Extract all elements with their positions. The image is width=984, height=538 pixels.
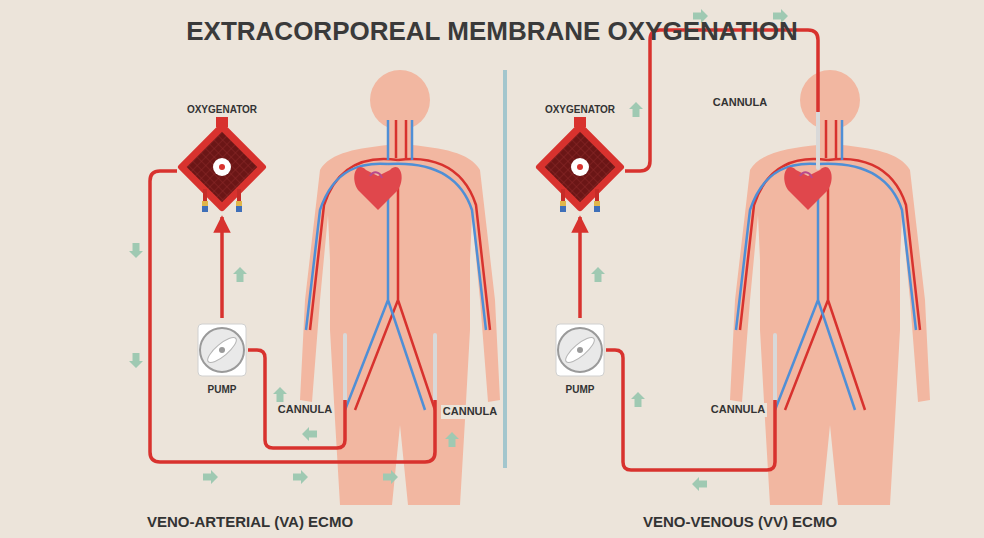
cannula-label: CANNULA — [709, 403, 767, 416]
pump-axle — [577, 347, 583, 353]
blood-tubing — [150, 30, 818, 470]
oxygenator-nozzle — [237, 189, 241, 203]
illustration-part — [692, 477, 707, 491]
oxygenator-nozzle — [561, 189, 565, 203]
oxygenator-port — [571, 158, 589, 176]
illustration-part — [302, 427, 317, 441]
pump-shape — [552, 318, 608, 382]
oxygenator-cap — [202, 201, 208, 206]
cannula-label: CANNULA — [441, 405, 499, 418]
component-label: PUMP — [564, 382, 597, 397]
panel-caption: VENO-ARTERIAL (VA) ECMO — [145, 513, 355, 531]
pump-housing — [556, 324, 604, 376]
oxygenator-port — [219, 164, 225, 170]
illustration-part — [606, 350, 775, 470]
illustration-part — [273, 387, 287, 402]
oxygenator-membrane — [545, 132, 616, 203]
oxygenator-cap — [594, 201, 600, 206]
pump-rotor-housing — [558, 328, 602, 372]
oxygenator-frame — [177, 122, 268, 213]
panel-caption: VENO-VENOUS (VV) ECMO — [641, 513, 839, 531]
illustration-part — [433, 335, 437, 400]
oxygenator-node: OXYGENATOR — [167, 102, 277, 217]
pump-rotor-housing — [200, 328, 244, 372]
oxygenator-cap — [560, 206, 566, 212]
oxygenator-cap — [236, 201, 242, 206]
oxygenator-nozzle — [203, 189, 207, 203]
body-silhouette — [730, 70, 930, 505]
illustration-part — [625, 30, 818, 171]
pump-node: PUMP — [552, 318, 608, 397]
oxygenator-cap — [236, 206, 242, 212]
illustration-part — [631, 392, 645, 407]
component-label: OXYGENATOR — [185, 102, 259, 117]
illustration-part — [445, 432, 459, 447]
illustration-part — [343, 335, 347, 400]
illustration-part — [293, 470, 308, 484]
component-label: OXYGENATOR — [543, 102, 617, 117]
oxygenator-node: OXYGENATOR — [525, 102, 635, 217]
illustration-part — [129, 353, 143, 368]
illustration-part — [233, 267, 247, 282]
cannula-label: CANNULA — [711, 96, 769, 109]
illustration-part — [816, 112, 820, 168]
oxygenator-shape — [167, 117, 277, 217]
pump-node: PUMP — [194, 318, 250, 397]
pump-shape — [194, 318, 250, 382]
pump-roller — [562, 334, 597, 366]
pump-housing — [198, 324, 246, 376]
illustration-part — [150, 171, 435, 462]
pump-roller — [204, 334, 239, 366]
oxygenator-cap — [594, 206, 600, 212]
blood-flow-tube — [578, 217, 582, 318]
component-label: PUMP — [206, 382, 239, 397]
body-silhouette — [300, 70, 500, 505]
oxygenator-port — [577, 164, 583, 170]
oxygenator-frame — [535, 122, 626, 213]
oxygenator-nozzle — [595, 189, 599, 203]
diagram-title: EXTRACORPOREAL MEMBRANE OXYGENATION — [186, 16, 798, 46]
oxygenator-shape — [525, 117, 635, 217]
pump-axle — [219, 347, 225, 353]
illustration-part — [383, 470, 398, 484]
oxygenator-cap — [202, 206, 208, 212]
illustration-part — [773, 335, 777, 400]
cannula-label: CANNULA — [276, 403, 334, 416]
flow-arrows — [129, 9, 788, 491]
blood-flow-tube — [220, 217, 224, 318]
illustration-part — [591, 267, 605, 282]
illustration-part — [129, 243, 143, 258]
oxygenator-port — [213, 158, 231, 176]
illustration-part — [629, 102, 643, 117]
oxygenator-membrane — [187, 132, 258, 203]
illustration-part — [248, 350, 345, 448]
panel-divider — [503, 70, 507, 468]
oxygenator-cap — [560, 201, 566, 206]
cannula-tubes — [345, 112, 818, 400]
illustration-part — [203, 470, 218, 484]
